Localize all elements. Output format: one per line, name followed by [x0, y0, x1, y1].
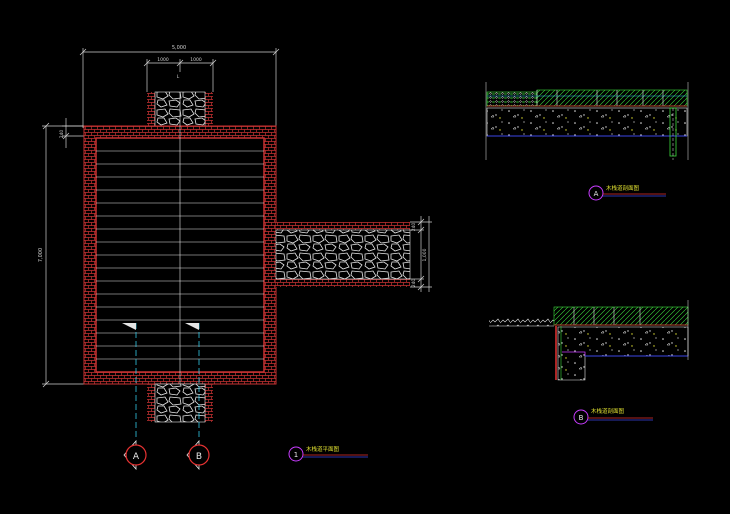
- section-marker-b[interactable]: B: [186, 439, 210, 471]
- right-dim-bottom: 240: [411, 279, 417, 288]
- bottom-entrance-stone: [154, 383, 206, 423]
- right-dimension-line: [410, 216, 432, 292]
- left-small-dim: 240: [59, 130, 65, 139]
- section-b-letter: B: [579, 414, 584, 422]
- section-a-concrete: [486, 107, 688, 137]
- top-left-dim: 1000: [157, 57, 169, 63]
- left-dimension-line: [42, 118, 84, 388]
- plan-title: 木栈道平面图: [306, 445, 340, 453]
- right-path-brick-bottom: [276, 279, 410, 287]
- section-b-title: 木栈道剖面图: [591, 407, 625, 415]
- right-dim-mid: 1,000: [422, 248, 428, 261]
- section-a-title-block: A 木栈道剖面图: [588, 184, 666, 201]
- right-path-stone: [275, 229, 411, 280]
- bottom-entrance-brick-right: [205, 384, 213, 422]
- section-a-letter: A: [594, 190, 599, 198]
- top-overall-dim: 5,000: [172, 45, 186, 51]
- top-entrance-brick-right: [205, 92, 213, 127]
- bottom-entrance-brick-left: [147, 384, 155, 422]
- section-b-ground: [489, 318, 554, 326]
- section-a-beams: [536, 89, 688, 107]
- section-b-view: B 木栈道剖面图: [489, 300, 689, 425]
- top-center-mark: L: [177, 74, 180, 80]
- section-cut-b: [185, 323, 200, 438]
- top-right-dim: 1000: [190, 57, 202, 63]
- section-marker-b-letter: B: [196, 452, 202, 462]
- right-path-brick-top: [276, 222, 410, 230]
- plan-number: 1: [294, 451, 298, 459]
- top-entrance-brick-left: [147, 92, 155, 127]
- section-cut-a: [122, 323, 137, 438]
- section-b-title-block: B 木栈道剖面图: [573, 407, 653, 425]
- section-a-view: A 木栈道剖面图: [485, 82, 689, 201]
- left-overall-dim: 7,000: [38, 248, 44, 262]
- plan-view: 5,000 1000 1000 L 7,000 240: [38, 45, 432, 471]
- section-a-title: 木栈道剖面图: [606, 184, 640, 192]
- plan-title-block: 1 木栈道平面图: [288, 445, 368, 462]
- section-marker-a[interactable]: A: [123, 439, 147, 471]
- section-marker-a-letter: A: [133, 452, 140, 462]
- right-dim-top: 240: [411, 223, 417, 232]
- section-b-concrete: [557, 326, 689, 381]
- section-a-gravel: [486, 91, 538, 107]
- top-dimension-line: [79, 48, 280, 128]
